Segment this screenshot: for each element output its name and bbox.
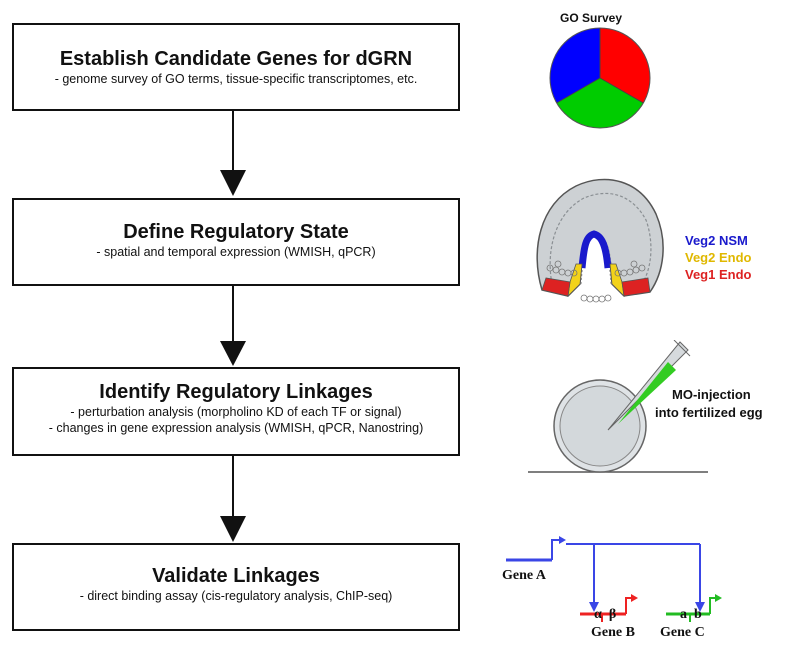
step-description: - perturbation analysis (morpholino KD o… — [70, 405, 402, 419]
pie-slice-red — [600, 28, 650, 103]
step-box-define-regulatory-state: Define Regulatory State - spatial and te… — [12, 198, 460, 286]
step-box-identify-linkages: Identify Regulatory Linkages - perturbat… — [12, 367, 460, 456]
step-description: - direct binding assay (cis-regulatory a… — [79, 589, 393, 603]
gene-b-label: Gene B — [591, 625, 635, 640]
veg1-endo-region-left — [541, 277, 571, 297]
legend-veg2-endo: Veg2 Endo — [685, 250, 752, 265]
step-box-validate-linkages: Validate Linkages - direct binding assay… — [12, 543, 460, 631]
gene-network-diagram — [506, 536, 722, 622]
pie-slice-green — [556, 78, 644, 128]
legend-veg2-nsm: Veg2 NSM — [685, 233, 748, 248]
legend-veg1-endo: Veg1 Endo — [685, 267, 752, 282]
pie-slice-blue — [550, 28, 600, 103]
veg1-endo-region-right — [621, 277, 651, 297]
flow-arrows — [220, 111, 246, 542]
injection-label-line1: MO-injection — [672, 387, 751, 402]
flow-arrow — [220, 111, 246, 196]
injection-label-line2: into fertilized egg — [655, 405, 763, 420]
gene-b — [580, 594, 638, 622]
gene-a — [506, 536, 705, 612]
step-title: Validate Linkages — [152, 565, 320, 587]
gene-a-label: Gene A — [502, 568, 546, 583]
flow-arrow — [220, 456, 246, 542]
go-survey-title: GO Survey — [560, 11, 623, 25]
gene-c — [666, 594, 722, 622]
flow-arrow — [220, 286, 246, 366]
step-description: - genome survey of GO terms, tissue-spec… — [54, 72, 418, 86]
step-box-establish-candidates: Establish Candidate Genes for dGRN - gen… — [12, 23, 460, 111]
veg2-nsm-region — [578, 230, 612, 269]
step-title: Identify Regulatory Linkages — [99, 381, 373, 403]
step-description: - spatial and temporal expression (WMISH… — [96, 245, 376, 259]
embryo-illustration — [536, 178, 664, 303]
injection-needle — [607, 340, 691, 431]
mesenchyme-cells — [546, 260, 646, 303]
gene-c-label: Gene C — [660, 625, 705, 640]
step-description: - changes in gene expression analysis (W… — [48, 421, 424, 435]
gene-b-sites: α β — [594, 607, 617, 622]
step-title: Define Regulatory State — [123, 221, 349, 243]
injection-illustration — [528, 340, 708, 473]
gene-c-sites: a b — [680, 607, 702, 622]
step-title: Establish Candidate Genes for dGRN — [59, 48, 413, 70]
go-survey-pie — [549, 27, 651, 129]
